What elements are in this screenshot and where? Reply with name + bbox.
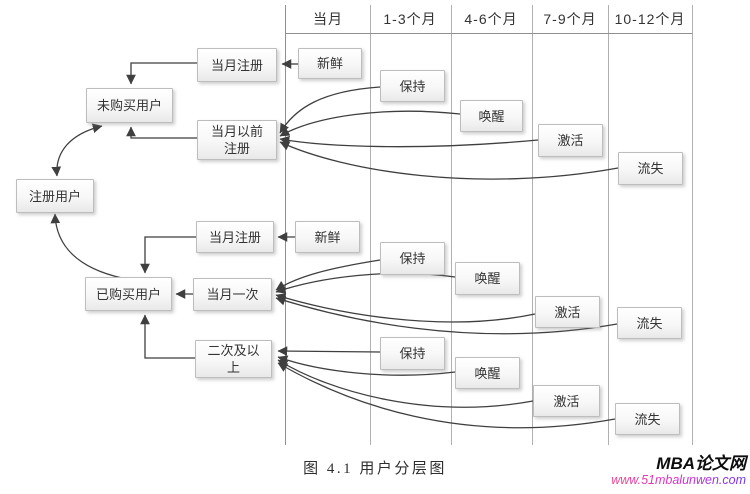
connector-retain1-to-before-registered — [279, 86, 381, 134]
node-awaken-1: 唤醒 — [460, 100, 523, 132]
connector-churn1-to-before-registered — [279, 141, 619, 180]
connector-before-registered-to-unpurchased — [126, 126, 197, 139]
connector-purchased-to-registered — [50, 213, 123, 279]
node-retain-2: 保持 — [380, 242, 445, 275]
connector-registered-unpurchased — [51, 123, 103, 177]
connector-month-registered2-to-purchased — [140, 236, 196, 274]
connector-activate1-to-before-registered — [279, 135, 539, 148]
connector-activate3-to-repeat — [277, 359, 534, 408]
node-retain-1: 保持 — [380, 70, 445, 102]
node-fresh-2: 新鲜 — [295, 221, 360, 253]
connector-repeat-to-purchased — [140, 314, 195, 359]
column-header-months-4-6: 4-6个月 — [464, 11, 518, 27]
column-header-months-7-9: 7-9个月 — [543, 11, 597, 27]
connector-churn3-to-repeat — [277, 362, 616, 429]
node-churn-1: 流失 — [618, 152, 683, 185]
node-purchased-month-registered: 当月注册 — [196, 221, 274, 253]
node-awaken-2: 唤醒 — [455, 262, 520, 295]
column-header-current-month: 当月 — [313, 11, 343, 27]
column-header-months-10-12: 10-12个月 — [614, 11, 686, 27]
node-awaken-3: 唤醒 — [455, 357, 520, 389]
node-unpurchased-users: 未购买用户 — [86, 88, 173, 123]
watermark-site-url: www.51mbalunwen.com — [611, 472, 746, 487]
watermark: MBA论文网 www.51mbalunwen.com — [611, 454, 746, 487]
timeline-grid — [285, 5, 693, 445]
node-unpurchased-month-registered: 当月注册 — [197, 48, 277, 82]
connector-activate2-to-once — [275, 293, 536, 323]
node-churn-2: 流失 — [617, 307, 682, 339]
node-purchased-users: 已购买用户 — [85, 277, 172, 311]
node-registered-users: 注册用户 — [16, 179, 94, 213]
column-header-months-1-3: 1-3个月 — [383, 11, 437, 27]
node-retain-3: 保持 — [380, 337, 445, 370]
node-purchased-repeat: 二次及以上 — [195, 340, 272, 378]
node-activate-3: 激活 — [533, 385, 600, 417]
node-fresh-1: 新鲜 — [298, 48, 362, 79]
figure-caption: 图 4.1 用户分层图 — [303, 461, 447, 477]
connector-churn2-to-once — [275, 296, 618, 335]
connector-awaken3-to-repeat — [277, 355, 456, 376]
connector-awaken2-to-once — [275, 272, 456, 294]
node-churn-3: 流失 — [615, 403, 680, 435]
node-activate-1: 激活 — [538, 124, 603, 157]
node-purchased-once: 当月一次 — [193, 278, 272, 311]
node-activate-2: 激活 — [535, 296, 600, 328]
node-unpurchased-before-registered: 当月以前注册 — [197, 120, 277, 160]
connector-awaken1-to-before-registered — [279, 110, 461, 137]
connector-month-registered-to-unpurchased — [126, 62, 197, 85]
watermark-site-name: MBA论文网 — [656, 454, 746, 473]
connector-retain3-to-repeat — [277, 346, 381, 356]
